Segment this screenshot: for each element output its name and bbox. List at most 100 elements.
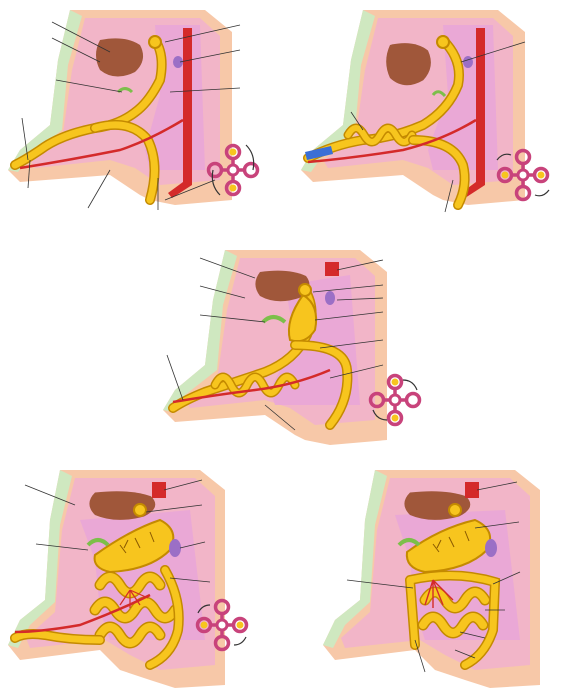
stage-3-leader-7 bbox=[314, 311, 384, 321]
stage-3-leader-11 bbox=[264, 404, 296, 431]
stage-1-aorta bbox=[168, 28, 192, 198]
stage-5-vessel-fan bbox=[424, 579, 454, 608]
stage-2-leader-2 bbox=[350, 111, 364, 131]
stage-5-leader-8 bbox=[414, 639, 426, 673]
stage-1-panel bbox=[8, 10, 260, 210]
stage-5-leader-2 bbox=[474, 521, 520, 529]
stage-1-skin-layer bbox=[8, 10, 82, 172]
stage-3-leader-9 bbox=[329, 364, 384, 379]
stage-3-aorta bbox=[325, 262, 339, 276]
stage-4-rotation-symbol bbox=[195, 598, 249, 652]
stage-1-leader-6 bbox=[169, 87, 241, 93]
stage-4-rotation-arrow bbox=[197, 604, 211, 614]
stage-1-leader-3 bbox=[55, 79, 123, 93]
stage-4-rotation-arrow-2 bbox=[233, 636, 247, 646]
stage-5-leader-1 bbox=[476, 481, 518, 491]
stage-4-artery-branch bbox=[14, 593, 151, 634]
stage-1-leader-2 bbox=[51, 37, 101, 63]
stage-5-panel bbox=[323, 470, 540, 688]
stage-5-stomach-ring bbox=[448, 503, 462, 517]
stage-1-spleen bbox=[173, 56, 183, 68]
stage-2-pancreas-bud bbox=[431, 90, 447, 98]
stage-4-panel bbox=[8, 470, 249, 688]
stage-3-rotation-arrow bbox=[402, 379, 418, 391]
stage-3-spleen bbox=[325, 291, 335, 305]
stage-5-leader-7 bbox=[454, 649, 476, 659]
stage-3-leader-10 bbox=[166, 354, 184, 401]
stage-4-leader-1 bbox=[24, 484, 76, 506]
stage-4-colon-fill bbox=[146, 566, 183, 669]
stage-3-leader-1 bbox=[199, 257, 256, 279]
stage-1-liver bbox=[96, 38, 144, 77]
stage-1-rotation-symbol bbox=[206, 143, 260, 197]
stage-2-aorta bbox=[461, 28, 485, 198]
stage-1-leader-8 bbox=[27, 159, 31, 189]
stage-3-leader-2 bbox=[199, 285, 246, 299]
stage-3-leader-5 bbox=[312, 284, 384, 293]
stage-2-leader-3 bbox=[444, 179, 454, 213]
stage-3-coils-fill bbox=[212, 374, 298, 396]
stage-4-pancreas bbox=[86, 538, 110, 547]
stage-4-skin-layer bbox=[8, 470, 72, 648]
stage-2-stomach-ring bbox=[436, 35, 450, 49]
stage-5-spleen bbox=[485, 539, 497, 557]
stage-4-aorta bbox=[152, 482, 166, 498]
stage-1-artery-branch bbox=[19, 118, 184, 170]
stage-4-stomach-ring bbox=[133, 503, 147, 517]
stage-3-stomach-ring bbox=[298, 283, 312, 297]
stage-3-leader-4 bbox=[336, 259, 384, 271]
stage-2-coils-fill bbox=[345, 125, 415, 145]
stage-2-rotation-arrow bbox=[496, 153, 512, 161]
stage-4-vessel-fan bbox=[119, 589, 149, 608]
stage-1-pancreas-bud bbox=[116, 87, 134, 94]
stage-4-rectum-fill bbox=[11, 630, 104, 644]
stage-3-panel bbox=[163, 250, 422, 445]
stage-5-small-intestine-fill bbox=[419, 588, 489, 637]
stage-5-leader-4 bbox=[346, 579, 414, 589]
stage-2-rotation-arrow-2 bbox=[534, 189, 550, 197]
stage-2-vein bbox=[305, 146, 333, 160]
stage-2-artery-branch bbox=[307, 118, 477, 164]
stage-5-aorta bbox=[465, 482, 479, 498]
stage-4-leader-3 bbox=[145, 504, 203, 513]
stage-4-leader-5 bbox=[35, 543, 89, 551]
stage-3-pancreas bbox=[261, 315, 287, 324]
stage-1-leader-5 bbox=[179, 49, 241, 63]
stage-5-stomach-veins bbox=[432, 530, 470, 553]
stage-1-rotation-arrow-2 bbox=[245, 144, 255, 171]
stage-1-leader-9 bbox=[87, 169, 111, 209]
stage-2-liver bbox=[386, 43, 431, 86]
stage-4-spleen bbox=[169, 539, 181, 557]
stage-5-pancreas bbox=[397, 538, 421, 547]
stage-1-rotation-arrow bbox=[211, 169, 221, 196]
stage-1-leader-1 bbox=[51, 21, 111, 53]
stage-1-stomach-ring bbox=[148, 35, 162, 49]
stage-2-skin-layer bbox=[301, 10, 375, 172]
stage-3-mesentery bbox=[270, 275, 360, 405]
stage-4-leader-6 bbox=[169, 577, 211, 583]
stage-5-colon-frame-fill bbox=[406, 572, 499, 669]
stage-4-leader-4 bbox=[179, 541, 206, 549]
stage-3-rotation-arrow-2 bbox=[372, 409, 388, 421]
stage-5-leader-6 bbox=[459, 631, 486, 639]
stage-1-leader-11 bbox=[164, 179, 216, 201]
stage-2-rotation-symbol bbox=[496, 148, 550, 202]
stage-3-stomach bbox=[287, 293, 318, 343]
stage-3-leader-8 bbox=[319, 339, 384, 349]
stage-2-spleen bbox=[463, 56, 473, 68]
stage-2-panel bbox=[301, 10, 550, 213]
stage-3-skin-layer bbox=[163, 250, 237, 412]
stage-2-gut-tube-fill bbox=[304, 36, 463, 162]
stage-5-skin-layer bbox=[323, 470, 387, 648]
stage-5-leader-3 bbox=[492, 571, 521, 585]
stage-1-leader-4 bbox=[164, 24, 241, 43]
stage-2-midgut-loop-fill bbox=[409, 136, 469, 209]
stage-3-leader-6 bbox=[336, 297, 384, 301]
stage-3-leader-3 bbox=[199, 314, 266, 323]
stage-2-leader-1 bbox=[460, 41, 526, 63]
stage-3-colon-loop-fill bbox=[291, 341, 351, 429]
stage-4-leader-2 bbox=[163, 479, 203, 491]
stage-1-leader-7 bbox=[21, 117, 29, 161]
stage-3-rotation-symbol bbox=[368, 373, 422, 427]
